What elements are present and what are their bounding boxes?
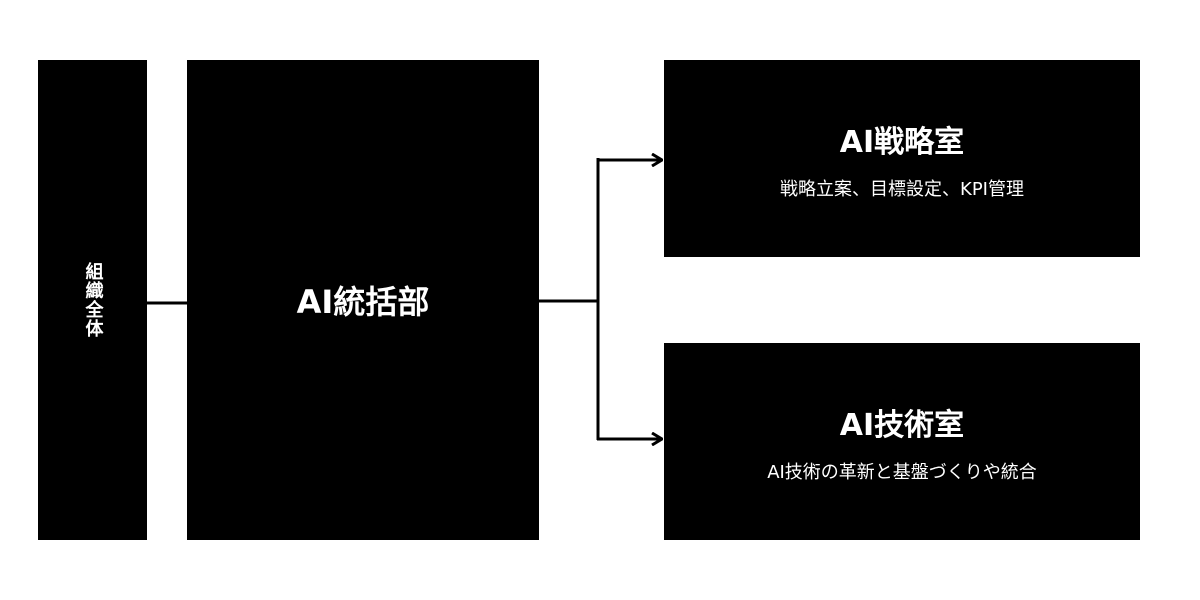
tech-office-box: AI技術室 AI技術の革新と基盤づくりや統合 — [664, 343, 1140, 540]
tech-office-title: AI技術室 — [839, 407, 965, 443]
strategy-office-description: 戦略立案、目標設定、KPI管理 — [780, 178, 1024, 200]
ai-hq-title: AI統括部 — [296, 283, 430, 321]
strategy-office-box: AI戦略室 戦略立案、目標設定、KPI管理 — [664, 60, 1140, 257]
org-whole-box: 組織全体 — [38, 60, 147, 540]
org-whole-label: 組織全体 — [82, 262, 104, 338]
tech-office-description: AI技術の革新と基盤づくりや統合 — [767, 461, 1037, 483]
ai-hq-box: AI統括部 — [187, 60, 539, 540]
strategy-office-title: AI戦略室 — [839, 124, 965, 160]
